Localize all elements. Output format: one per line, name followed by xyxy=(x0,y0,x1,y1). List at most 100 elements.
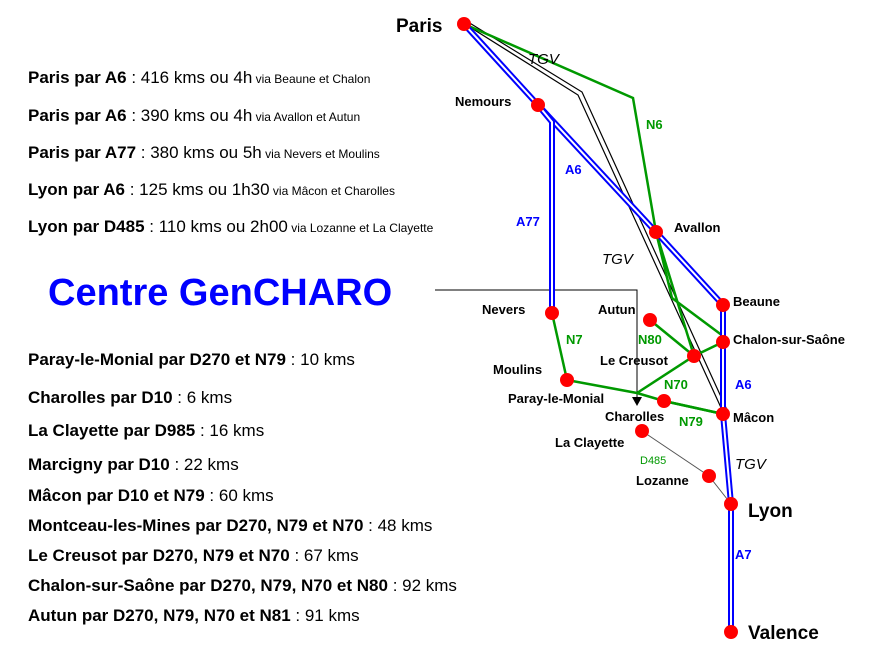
n6-label: N6 xyxy=(646,117,663,132)
route-charolles: Charolles par D10 : 6 kms xyxy=(28,388,232,408)
route-info: 48 kms xyxy=(377,516,433,535)
route-separator: : xyxy=(172,388,187,407)
city-dots xyxy=(457,17,738,639)
route-destination: Montceau-les-Mines par D270, N79 et N70 xyxy=(28,516,364,535)
city-label-avallon: Avallon xyxy=(674,220,721,235)
city-label-autun: Autun xyxy=(598,302,636,317)
route-separator: : xyxy=(387,576,403,595)
route-paris-a77: Paris par A77 : 380 kms ou 5h via Nevers… xyxy=(28,143,380,163)
city-label-lyon: Lyon xyxy=(748,501,793,522)
city-label-paris: Paris xyxy=(396,16,442,37)
route-paris-a6-avallon: Paris par A6 : 390 kms ou 4h via Avallon… xyxy=(28,106,360,126)
route-destination: Charolles par D10 xyxy=(28,388,173,407)
route-separator: : xyxy=(290,606,305,625)
city-label-nevers: Nevers xyxy=(482,302,525,317)
route-info: 125 kms ou 1h30 xyxy=(139,180,270,199)
n80-road xyxy=(649,319,695,357)
tgv-label-mid: TGV xyxy=(602,251,635,268)
route-destination: Lyon par A6 xyxy=(28,180,125,199)
chalon-dot xyxy=(716,335,730,349)
city-label-la-clayette: La Clayette xyxy=(555,435,624,450)
route-separator: : xyxy=(136,143,151,162)
city-label-le-creusot: Le Creusot xyxy=(600,353,669,368)
route-separator: : xyxy=(363,516,378,535)
route-info: 67 kms xyxy=(303,546,359,565)
city-label-valence: Valence xyxy=(748,623,819,644)
lozanne-dot xyxy=(702,469,716,483)
route-via: via Mâcon et Charolles xyxy=(269,184,395,198)
route-destination: Marcigny par D10 xyxy=(28,455,170,474)
route-via: via Beaune et Chalon xyxy=(252,72,371,86)
route-info: 110 kms ou 2h00 xyxy=(158,217,288,236)
a77-label: A77 xyxy=(516,214,540,229)
n6-road xyxy=(463,22,725,414)
d485-label: D485 xyxy=(640,455,666,467)
city-label-beaune: Beaune xyxy=(733,294,780,309)
route-via: via Lozanne et La Clayette xyxy=(287,221,434,235)
route-destination: Mâcon par D10 et N79 xyxy=(28,486,205,505)
route-info: 390 kms ou 4h xyxy=(140,106,253,125)
d485-road xyxy=(641,430,732,505)
route-chalon: Chalon-sur-Saône par D270, N79, N70 et N… xyxy=(28,576,457,596)
route-destination: Chalon-sur-Saône par D270, N79, N70 et N… xyxy=(28,576,388,595)
charolles-dot xyxy=(657,394,671,408)
charolles-macon-road xyxy=(663,399,724,416)
route-separator: : xyxy=(195,421,210,440)
route-info: 16 kms xyxy=(209,421,265,440)
city-label-macon: Mâcon xyxy=(733,410,774,425)
city-label-moulins: Moulins xyxy=(493,362,542,377)
route-info: 60 kms xyxy=(218,486,274,505)
route-separator: : xyxy=(144,217,159,236)
route-destination: Autun par D270, N79, N70 et N81 xyxy=(28,606,291,625)
n81-road xyxy=(654,231,696,357)
route-via: via Avallon et Autun xyxy=(252,110,361,124)
title-pointer-line xyxy=(435,289,638,400)
macon-dot xyxy=(716,407,730,421)
route-la-clayette: La Clayette par D985 : 16 kms xyxy=(28,421,264,441)
route-info: 6 kms xyxy=(186,388,233,407)
route-paray: Paray-le-Monial par D270 et N79 : 10 kms xyxy=(28,350,355,370)
a6-label-north: A6 xyxy=(565,162,582,177)
a7-label: A7 xyxy=(735,547,752,562)
route-separator: : xyxy=(124,180,140,199)
route-info: 91 kms xyxy=(304,606,360,625)
centre-title: Centre GenCHARO xyxy=(48,272,393,314)
lyon-dot xyxy=(724,497,738,511)
pointer-arrowhead xyxy=(632,397,642,406)
route-destination: Paris par A6 xyxy=(28,106,127,125)
route-le-creusot: Le Creusot par D270, N79 et N70 : 67 kms xyxy=(28,546,359,566)
le-creusot-dot xyxy=(687,349,701,363)
city-label-lozanne: Lozanne xyxy=(636,473,689,488)
a6-label-south: A6 xyxy=(735,377,752,392)
route-separator: : xyxy=(169,455,184,474)
route-info: 380 kms ou 5h xyxy=(150,143,262,162)
n7-label: N7 xyxy=(566,332,583,347)
route-lyon-d485: Lyon par D485 : 110 kms ou 2h00 via Loza… xyxy=(28,217,433,237)
la-clayette-dot xyxy=(635,424,649,438)
route-destination: Paris par A6 xyxy=(28,68,127,87)
city-label-chalon: Chalon-sur-Saône xyxy=(733,332,845,347)
city-label-charolles: Charolles xyxy=(605,409,664,424)
a6-motorway xyxy=(461,21,734,505)
moulins-dot xyxy=(560,373,574,387)
n70-label: N70 xyxy=(664,377,688,392)
route-info: 22 kms xyxy=(183,455,239,474)
n7-road xyxy=(550,312,569,381)
route-destination: Le Creusot par D270, N79 et N70 xyxy=(28,546,290,565)
route-lyon-a6: Lyon par A6 : 125 kms ou 1h30 via Mâcon … xyxy=(28,180,395,200)
nevers-dot xyxy=(545,306,559,320)
city-label-nemours: Nemours xyxy=(455,94,511,109)
n80-label: N80 xyxy=(638,332,662,347)
autun-dot xyxy=(643,313,657,327)
route-marcigny: Marcigny par D10 : 22 kms xyxy=(28,455,239,475)
route-separator: : xyxy=(285,350,301,369)
route-info: 10 kms xyxy=(300,350,355,369)
beaune-dot xyxy=(716,298,730,312)
route-destination: Paris par A77 xyxy=(28,143,137,162)
route-info: 416 kms ou 4h xyxy=(140,68,253,87)
route-autun: Autun par D270, N79, N70 et N81 : 91 kms xyxy=(28,606,360,626)
route-separator: : xyxy=(126,68,141,87)
n79-label: N79 xyxy=(679,414,703,429)
